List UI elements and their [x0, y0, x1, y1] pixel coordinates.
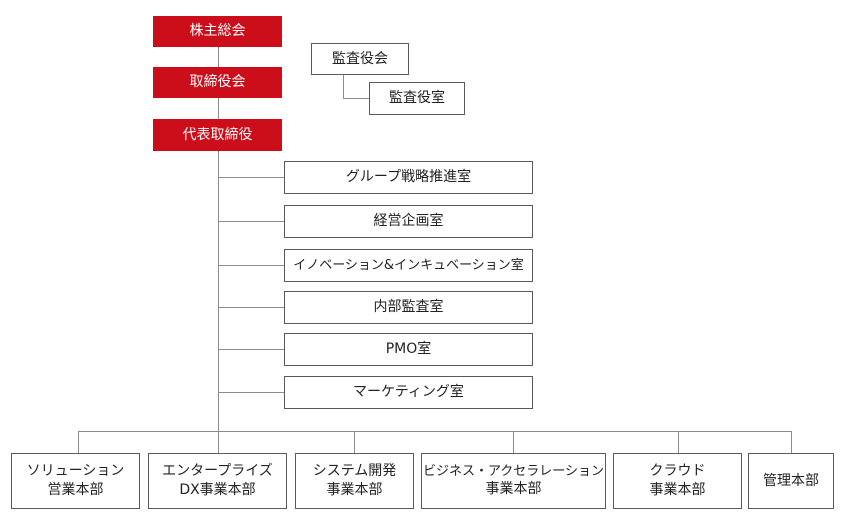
staff-office-label-6: マーケティング室: [353, 384, 464, 401]
audit-board-box: 監査役会: [311, 43, 409, 75]
division-box-2: エンタープライズ DX事業本部: [148, 453, 287, 509]
staff-office-label-5: PMO室: [385, 341, 432, 358]
division-line2-3: 事業本部: [326, 482, 383, 498]
division-drop-5: [678, 431, 679, 453]
staff-office-box-4: 内部監査室: [284, 291, 533, 324]
audit-board-label: 監査役会: [332, 50, 388, 67]
representative-director-box: 代表取締役: [153, 119, 282, 151]
division-box-4: ビジネス・アクセラレーション 事業本部: [421, 453, 606, 509]
staff-branch-5: [218, 349, 284, 350]
division-box-5: クラウド 事業本部: [613, 453, 742, 509]
staff-office-box-3: イノベーション&インキュベーション室: [284, 249, 533, 282]
staff-office-label-1: グループ戦略推進室: [345, 169, 472, 186]
staff-office-box-2: 経営企画室: [284, 205, 533, 238]
staff-office-box-1: グループ戦略推進室: [284, 161, 533, 194]
shareholders-meeting-box: 株主総会: [153, 16, 282, 47]
staff-office-label-3: イノベーション&インキュベーション室: [293, 257, 524, 273]
staff-office-label-2: 経営企画室: [373, 213, 444, 230]
trunk-line: [218, 46, 219, 432]
staff-office-box-6: マーケティング室: [284, 376, 533, 409]
board-of-directors-label: 取締役会: [189, 74, 246, 91]
division-drop-4: [513, 431, 514, 453]
division-line1-2: エンタープライズ: [162, 463, 273, 480]
staff-office-box-5: PMO室: [284, 333, 533, 366]
division-box-6: 管理本部: [748, 453, 834, 509]
division-line1-5: クラウド: [649, 463, 706, 480]
audit-connector-vertical: [343, 74, 344, 99]
division-line1-3: システム開発: [312, 463, 397, 480]
staff-branch-4: [218, 307, 284, 308]
division-drop-2: [218, 431, 219, 453]
division-drop-1: [78, 431, 79, 453]
division-box-1: ソリューション 営業本部: [11, 453, 140, 509]
division-line1-1: ソリューション: [26, 463, 125, 480]
division-drop-6: [791, 431, 792, 453]
representative-director-label: 代表取締役: [182, 126, 253, 143]
division-line2-4: 事業本部: [485, 481, 542, 498]
staff-office-label-4: 内部監査室: [373, 299, 444, 316]
staff-branch-3: [218, 265, 284, 266]
division-line2-5: 事業本部: [649, 482, 706, 498]
staff-branch-1: [218, 177, 284, 178]
shareholders-meeting-label: 株主総会: [189, 23, 246, 40]
division-bus-line: [78, 431, 791, 432]
division-line1-6: 管理本部: [763, 472, 819, 489]
division-drop-3: [354, 431, 355, 453]
staff-branch-2: [218, 221, 284, 222]
division-line1-4: ビジネス・アクセラレーション: [422, 463, 605, 479]
audit-office-label: 監査役室: [389, 90, 445, 107]
division-box-3: システム開発 事業本部: [295, 453, 414, 509]
division-line2-1: 営業本部: [47, 482, 104, 498]
division-line2-2: DX事業本部: [179, 482, 256, 498]
audit-office-box: 監査役室: [369, 82, 465, 115]
board-of-directors-box: 取締役会: [153, 67, 282, 98]
audit-connector-horizontal: [343, 98, 369, 99]
staff-branch-6: [218, 392, 284, 393]
